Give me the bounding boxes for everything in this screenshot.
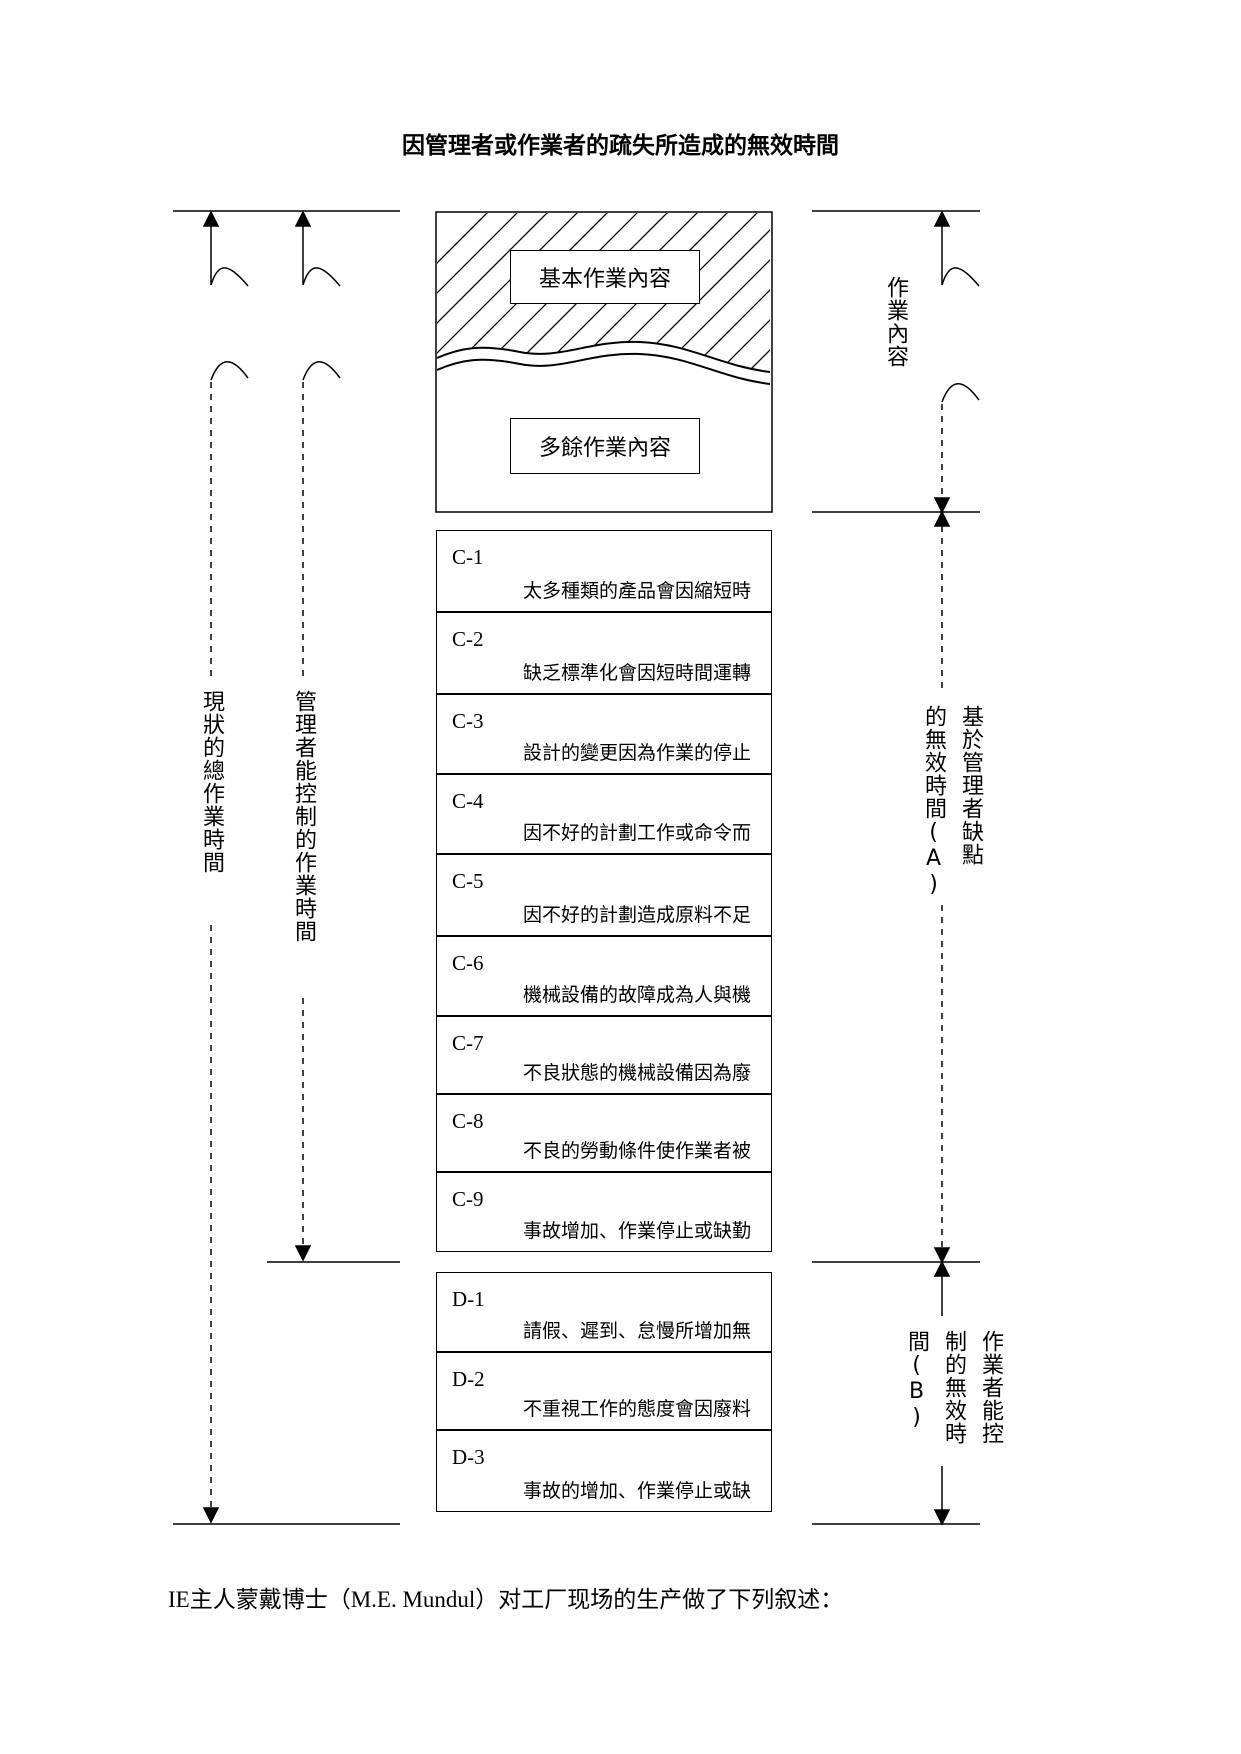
manager-invalid-time-a-line1: 基於管理者缺點 <box>958 705 983 866</box>
item-code: C-6 <box>452 951 484 975</box>
item-text: 請假、遲到、怠慢所增加無 <box>522 1320 751 1342</box>
item-c9: C-9 事故增加、作業停止或缺勤 <box>436 1172 772 1252</box>
item-d2: D-2 不重視工作的態度會因廢料 <box>436 1352 772 1430</box>
item-text: 不良的勞動條件使作業者被 <box>522 1140 751 1162</box>
item-text: 機械設備的故障成為人與機 <box>522 984 751 1006</box>
item-code: D-1 <box>452 1287 485 1311</box>
item-text: 不良狀態的機械設備因為廢 <box>522 1062 751 1084</box>
item-c2: C-2 缺乏標準化會因短時間運轉 <box>436 612 772 694</box>
manager-controllable-time-label: 管理者能控制的作業時間 <box>291 690 316 943</box>
manager-invalid-time-a-line2: 的無效時間(A) <box>921 705 946 898</box>
item-c1: C-1 太多種類的產品會因縮短時 <box>436 530 772 612</box>
item-d3: D-3 事故的增加、作業停止或缺 <box>436 1430 772 1512</box>
item-code: C-5 <box>452 869 484 893</box>
item-c4: C-4 因不好的計劃工作或命令而 <box>436 774 772 854</box>
worker-invalid-time-b-line2: 制的無效時 <box>941 1330 966 1445</box>
item-code: C-4 <box>452 789 484 813</box>
total-work-time-label: 現狀的總作業時間 <box>199 690 224 874</box>
item-code: C-9 <box>452 1187 484 1211</box>
diagram-title: 因管理者或作業者的疏失所造成的無效時間 <box>402 133 839 159</box>
item-code: C-7 <box>452 1031 484 1055</box>
item-text: 不重視工作的態度會因廢料 <box>522 1398 751 1420</box>
item-text: 設計的變更因為作業的停止 <box>522 742 751 764</box>
item-text: 缺乏標準化會因短時間運轉 <box>522 662 751 684</box>
item-c5: C-5 因不好的計劃造成原料不足 <box>436 854 772 936</box>
item-c6: C-6 機械設備的故障成為人與機 <box>436 936 772 1016</box>
footer-text: IE主人蒙戴博士（M.E. Mundul）对工厂现场的生产做了下列叙述： <box>168 1587 844 1612</box>
item-c3: C-3 設計的變更因為作業的停止 <box>436 694 772 774</box>
item-text: 因不好的計劃工作或命令而 <box>522 822 751 844</box>
item-text: 太多種類的產品會因縮短時 <box>522 580 751 602</box>
item-text: 事故的增加、作業停止或缺 <box>522 1480 751 1502</box>
item-code: C-2 <box>452 627 484 651</box>
item-code: D-2 <box>452 1367 485 1391</box>
item-c8: C-8 不良的勞動條件使作業者被 <box>436 1094 772 1172</box>
item-text: 因不好的計劃造成原料不足 <box>522 904 751 926</box>
item-code: C-1 <box>452 545 484 569</box>
basic-work-content-label: 基本作業內容 <box>510 250 700 304</box>
item-code: D-3 <box>452 1445 485 1469</box>
item-d1: D-1 請假、遲到、怠慢所增加無 <box>436 1272 772 1352</box>
extra-work-content-label: 多餘作業內容 <box>510 418 700 474</box>
right-arrows <box>933 210 980 1526</box>
item-code: C-3 <box>452 709 484 733</box>
work-content-label: 作業內容 <box>883 276 908 368</box>
left-arrows <box>202 210 341 1524</box>
item-code: C-8 <box>452 1109 484 1133</box>
item-text: 事故增加、作業停止或缺勤 <box>522 1220 751 1242</box>
item-c7: C-7 不良狀態的機械設備因為廢 <box>436 1016 772 1094</box>
worker-invalid-time-b-line3: 間(B) <box>904 1330 929 1431</box>
worker-invalid-time-b-line1: 作業者能控 <box>978 1330 1003 1445</box>
